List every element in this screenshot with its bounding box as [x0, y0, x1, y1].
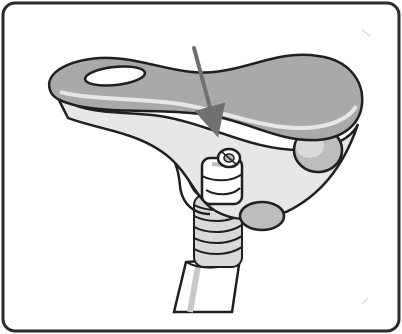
clamp-bolt [218, 149, 240, 167]
front-bumper [240, 202, 284, 230]
